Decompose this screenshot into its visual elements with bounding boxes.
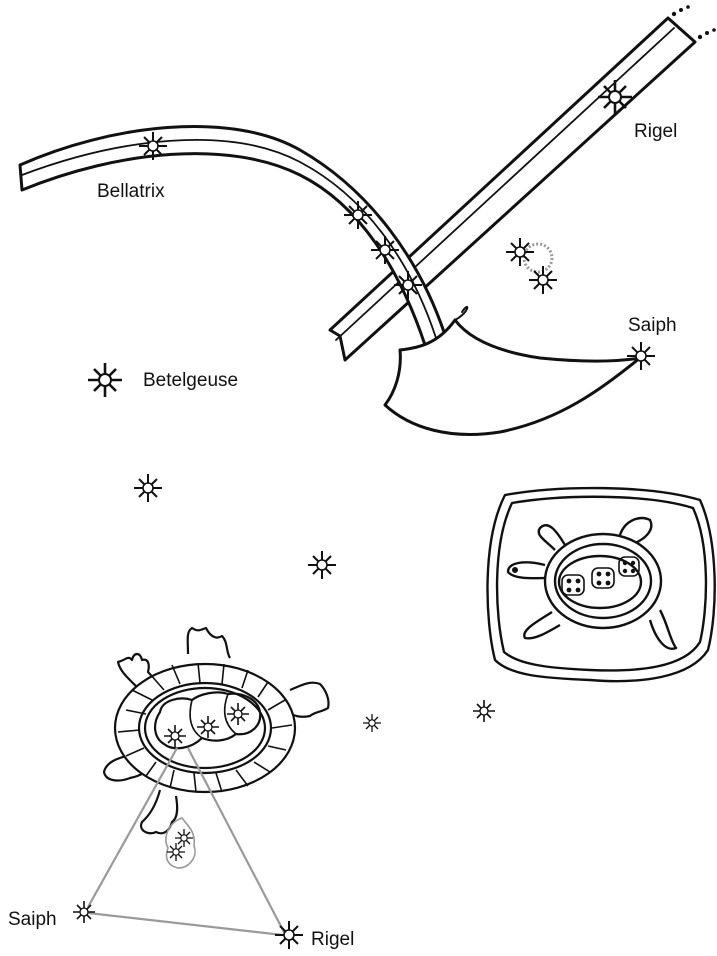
betelgeuse-star [88,363,122,397]
label-rigel-top: Rigel [634,122,677,141]
saiph-bottom-star [73,901,95,923]
framed-turtle [487,488,714,681]
plough-beam [330,18,695,360]
label-saiph-bottom: Saiph [8,910,57,929]
star-mid-3 [363,714,381,732]
star-mid-4 [473,700,495,722]
turtle-leg-bottom [141,790,177,833]
plough [20,5,716,434]
label-bellatrix: Bellatrix [97,182,165,201]
label-rigel-bottom: Rigel [311,930,354,949]
nebula-bottom [166,818,195,868]
star-mid-1 [134,474,162,502]
turtle-leg-top-right [188,628,230,658]
turtle-leg-right [288,683,329,717]
nebula-top [506,238,557,294]
label-saiph-top: Saiph [628,316,677,335]
label-betelgeuse: Betelgeuse [143,371,238,390]
star-mid-2 [308,551,336,579]
